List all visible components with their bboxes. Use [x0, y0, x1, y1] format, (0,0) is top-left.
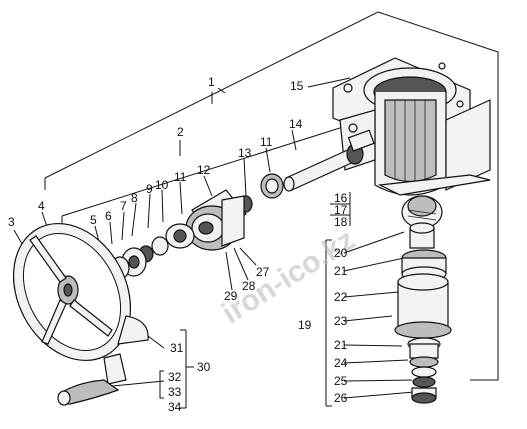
callout-32: 32 [168, 370, 182, 384]
callout-6: 6 [105, 209, 112, 223]
callout-31: 31 [170, 341, 184, 355]
callout-7: 7 [120, 199, 127, 213]
callout-3: 3 [8, 215, 15, 229]
callout-16: 16 [334, 191, 348, 205]
callout-29: 29 [224, 289, 238, 303]
callout-34: 34 [168, 400, 182, 414]
callout-27: 27 [256, 265, 270, 279]
callout-20: 20 [334, 246, 348, 260]
callout-5: 5 [90, 213, 97, 227]
callout-26: 26 [334, 391, 348, 405]
callout-1: 1 [208, 75, 215, 89]
callout-22: 22 [334, 290, 348, 304]
handle-knob [57, 353, 127, 406]
callout-25: 25 [334, 374, 348, 388]
callout-28: 28 [242, 279, 256, 293]
callout-labels: 1 2 3 4 5 6 7 8 9 10 11 12 13 11 14 15 1… [8, 75, 348, 414]
callout-10: 10 [155, 178, 169, 192]
callout-24: 24 [334, 356, 348, 370]
callout-15: 15 [290, 79, 304, 93]
callout-14: 14 [289, 117, 303, 131]
callout-12: 12 [197, 163, 211, 177]
callout-21b: 21 [334, 338, 348, 352]
callout-11a: 11 [174, 170, 187, 184]
callout-11b: 11 [260, 135, 273, 149]
callout-8: 8 [131, 191, 138, 205]
callout-4: 4 [38, 199, 45, 213]
callout-17: 17 [334, 203, 348, 217]
column-housing [332, 57, 491, 196]
callout-33: 33 [168, 385, 182, 399]
callout-9: 9 [146, 182, 153, 196]
callout-21a: 21 [334, 264, 348, 278]
callout-23: 23 [334, 314, 348, 328]
callout-13: 13 [238, 146, 252, 160]
lower-column-stack [394, 195, 452, 404]
callout-2: 2 [177, 125, 184, 139]
gear-assembly [165, 189, 247, 251]
callout-30: 30 [197, 360, 211, 374]
steering-wheel [12, 222, 149, 362]
callout-19: 19 [298, 318, 312, 332]
callout-18: 18 [334, 215, 348, 229]
